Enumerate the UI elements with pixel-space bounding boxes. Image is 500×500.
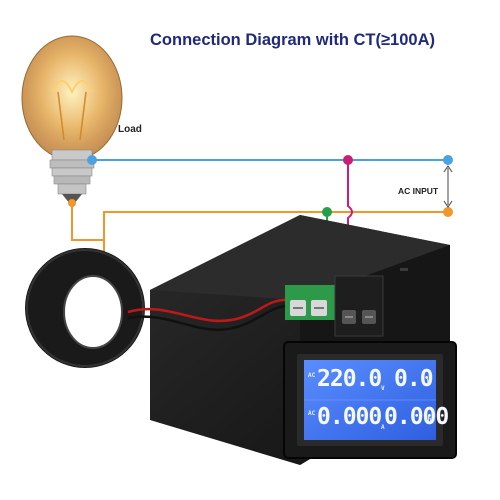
- voltage-tap-wire: [343, 155, 353, 278]
- lcd-current-unit: A: [381, 424, 385, 431]
- current-transformer: [25, 248, 145, 368]
- load-label: Load: [118, 124, 142, 135]
- live-wire: [87, 155, 453, 165]
- lcd-energy: 0.000: [384, 404, 449, 430]
- ac-input-arrow: [443, 165, 453, 208]
- light-bulb: [21, 35, 123, 204]
- meter-front-panel: [283, 341, 457, 459]
- lcd-energy-unit: Wh: [424, 416, 432, 423]
- black-terminal-block: [334, 275, 384, 337]
- signal-wires: [127, 298, 286, 331]
- lcd-power: 0.0: [394, 366, 434, 392]
- green-terminal-block: [285, 285, 335, 320]
- lcd-voltage: 220.0: [317, 366, 382, 392]
- lcd-ac-tag-bottom: AC: [308, 410, 316, 417]
- lcd-current: 0.000: [317, 404, 382, 430]
- ac-input-label: AC INPUT: [398, 186, 439, 196]
- lcd-power-unit: W: [427, 378, 431, 385]
- diagram-title: Connection Diagram with CT(≥100A): [150, 31, 435, 49]
- lcd-ac-tag-top: AC: [308, 372, 316, 379]
- lcd-voltage-unit: V: [381, 385, 385, 392]
